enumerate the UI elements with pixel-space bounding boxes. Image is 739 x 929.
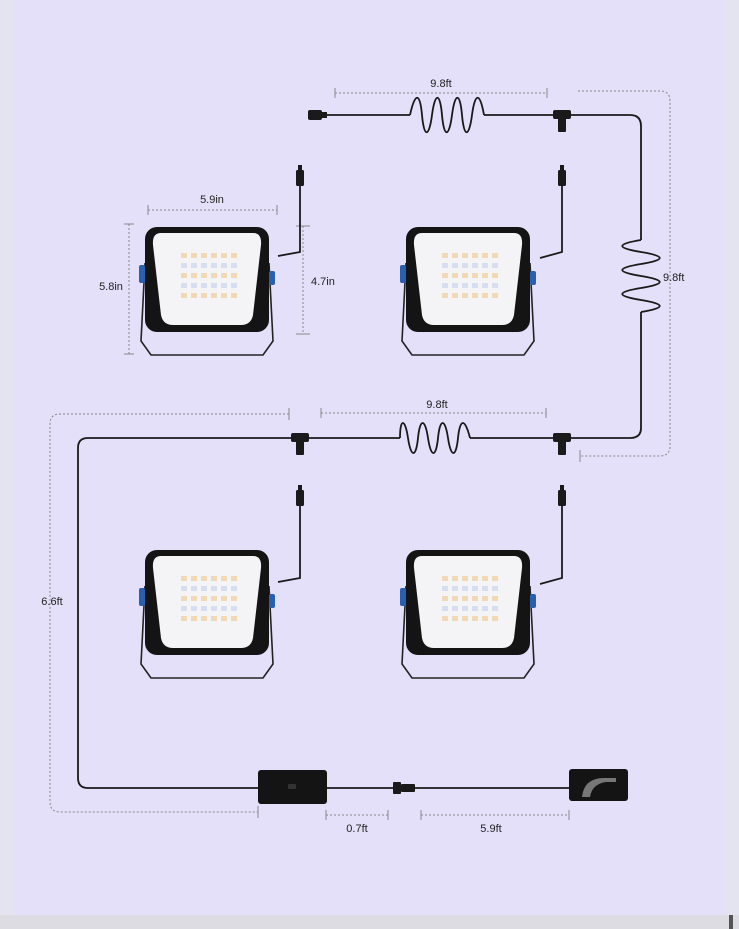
light-plug-icon — [296, 485, 304, 506]
t-connector-icon — [553, 110, 571, 132]
light-width-label: 5.9in — [200, 194, 224, 206]
floodlight-icon — [399, 226, 537, 356]
light-height-label: 5.8in — [99, 281, 123, 293]
power-short-length-label: 0.7ft — [346, 823, 367, 835]
light-plug-icon — [296, 165, 304, 186]
power-long-length-label: 5.9ft — [480, 823, 501, 835]
floodlight-icon — [399, 549, 537, 679]
t-connector-icon — [291, 433, 309, 455]
inline-connector-icon — [393, 782, 415, 794]
measure-lines — [124, 88, 581, 820]
scrollbar-thumb[interactable] — [729, 915, 733, 929]
cables — [77, 96, 661, 789]
floodlight-icon — [138, 549, 276, 679]
t-connector-icon — [553, 433, 571, 455]
cable-end-plug — [308, 110, 327, 120]
top-cable-length-label: 9.8ft — [430, 78, 451, 90]
controller-box-icon — [258, 770, 327, 804]
diagram-background — [14, 0, 725, 915]
horizontal-scrollbar[interactable] — [0, 915, 739, 929]
right-cable-length-label: 9.8ft — [663, 272, 684, 284]
power-adapter-icon — [569, 769, 628, 801]
left-cable-length-label: 6.6ft — [41, 596, 62, 608]
cable-side-label: 4.7in — [311, 276, 335, 288]
dimension-lines — [49, 90, 671, 813]
light-plug-icon — [558, 485, 566, 506]
middle-cable-length-label: 9.8ft — [426, 399, 447, 411]
floodlight-icon — [138, 226, 276, 356]
light-plug-icon — [558, 165, 566, 186]
